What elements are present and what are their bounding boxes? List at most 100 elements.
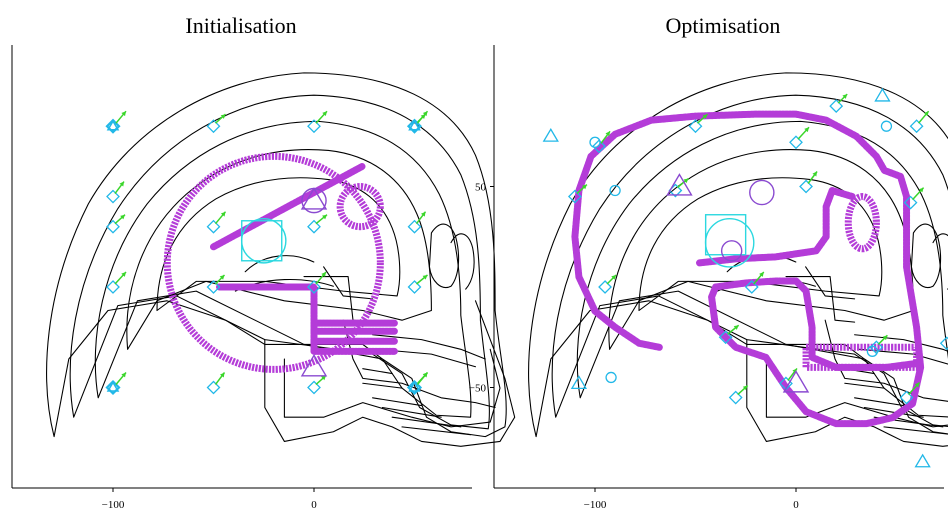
landmark-diamond <box>307 380 321 395</box>
landmark-circle-purple <box>720 240 743 262</box>
skull-outline <box>932 233 948 290</box>
displacement-arrow <box>415 211 427 225</box>
landmark-diamond <box>567 189 582 204</box>
landmark-triangle <box>408 381 421 392</box>
landmark-diamond <box>939 336 948 351</box>
landmark-diamond <box>307 280 321 294</box>
landmark-circle-purple <box>749 179 775 206</box>
skull-outline <box>46 72 507 438</box>
landmark-circle-purple <box>301 187 327 214</box>
landmark-diamond <box>744 280 759 294</box>
landmark-triangle <box>408 119 421 131</box>
skull-outline <box>910 223 942 288</box>
landmark-markers <box>105 110 429 396</box>
landmark-diamond <box>829 99 844 114</box>
displacement-arrow <box>214 372 226 385</box>
model-curve <box>336 183 384 231</box>
landmark-triangle <box>570 375 588 390</box>
landmark-diamond <box>406 379 423 396</box>
landmark-circle <box>605 371 617 384</box>
displacement-arrow <box>114 271 127 285</box>
landmark-triangle-purple <box>666 173 693 196</box>
landmark-diamond <box>406 118 423 134</box>
landmark-diamond <box>106 219 120 234</box>
displacement-arrow <box>576 183 588 195</box>
landmark-diamond <box>307 119 321 134</box>
model-curve <box>696 187 856 267</box>
landmark-diamond <box>307 219 321 234</box>
panel-initialisation: Initialisation −100 0 <box>11 13 516 511</box>
landmark-diamond <box>206 380 221 395</box>
displacement-arrow <box>315 110 328 124</box>
model-curves <box>163 152 398 373</box>
displacement-arrow <box>214 113 227 124</box>
x-tick-label: 0 <box>793 499 799 511</box>
skull-outline <box>608 149 914 350</box>
landmark-triangle <box>106 381 120 392</box>
landmark-diamond <box>789 135 803 150</box>
model-curves <box>571 110 925 428</box>
landmark-triangle-purple <box>782 370 810 393</box>
x-tick-label: 0 <box>311 499 317 511</box>
displacement-arrow <box>315 374 327 386</box>
landmark-circle <box>609 184 621 197</box>
landmark-triangle-purple <box>300 354 328 377</box>
landmark-diamond <box>903 195 918 210</box>
panel-title: Initialisation <box>185 13 296 38</box>
landmark-diamond <box>206 280 221 294</box>
skull-outline <box>824 319 948 402</box>
landmark-diamond <box>206 219 221 234</box>
displacement-arrow <box>114 181 125 195</box>
landmark-markers <box>542 87 948 468</box>
landmark-diamond <box>728 390 743 405</box>
landmark-diamond <box>688 119 703 134</box>
skull-outline <box>94 120 472 418</box>
displacement-arrow <box>315 271 327 285</box>
displacement-arrow <box>753 271 765 285</box>
displacement-arrow <box>214 274 226 285</box>
landmark-triangle-purple <box>300 187 328 210</box>
landmark-triangle <box>914 453 931 468</box>
x-tick-label: −100 <box>584 499 607 511</box>
skull-outline <box>126 149 432 350</box>
displacement-arrow <box>600 130 611 144</box>
landmark-diamond <box>407 219 422 234</box>
displacement-arrow <box>315 214 328 225</box>
displacement-arrow <box>115 110 127 124</box>
skull-outline <box>450 233 475 290</box>
landmark-triangle <box>106 119 120 131</box>
landmark-triangle <box>874 87 891 102</box>
axes: −100 0 <box>11 45 472 511</box>
displacement-arrow <box>807 171 818 184</box>
model-curve <box>844 193 880 253</box>
displacement-arrow <box>214 211 227 225</box>
landmark-diamond <box>909 119 924 134</box>
skull-outline <box>428 223 460 288</box>
model-curve <box>571 110 925 428</box>
skull-outline <box>362 368 472 436</box>
panel-title: Optimisation <box>666 13 781 38</box>
landmark-diamond <box>105 118 121 134</box>
model-curve <box>210 162 366 251</box>
displacement-arrow <box>907 382 921 396</box>
displacement-arrow <box>877 334 888 345</box>
displacement-arrow <box>416 110 429 124</box>
skull-outline <box>69 94 490 430</box>
x-tick-label: −100 <box>102 499 125 511</box>
landmark-diamond <box>718 330 733 345</box>
model-curve <box>163 152 384 373</box>
displacement-arrow <box>416 274 428 285</box>
displacement-arrow <box>837 93 848 104</box>
landmark-circle <box>866 345 879 357</box>
landmark-diamond <box>592 139 606 154</box>
landmark-square <box>704 214 747 256</box>
landmark-square <box>241 220 283 262</box>
landmark-circle-large <box>240 217 287 264</box>
displacement-arrow <box>606 274 617 285</box>
displacement-arrow <box>727 324 740 335</box>
displacement-arrow <box>696 113 709 124</box>
displacement-arrow <box>918 110 930 124</box>
skull-outline <box>576 120 948 418</box>
